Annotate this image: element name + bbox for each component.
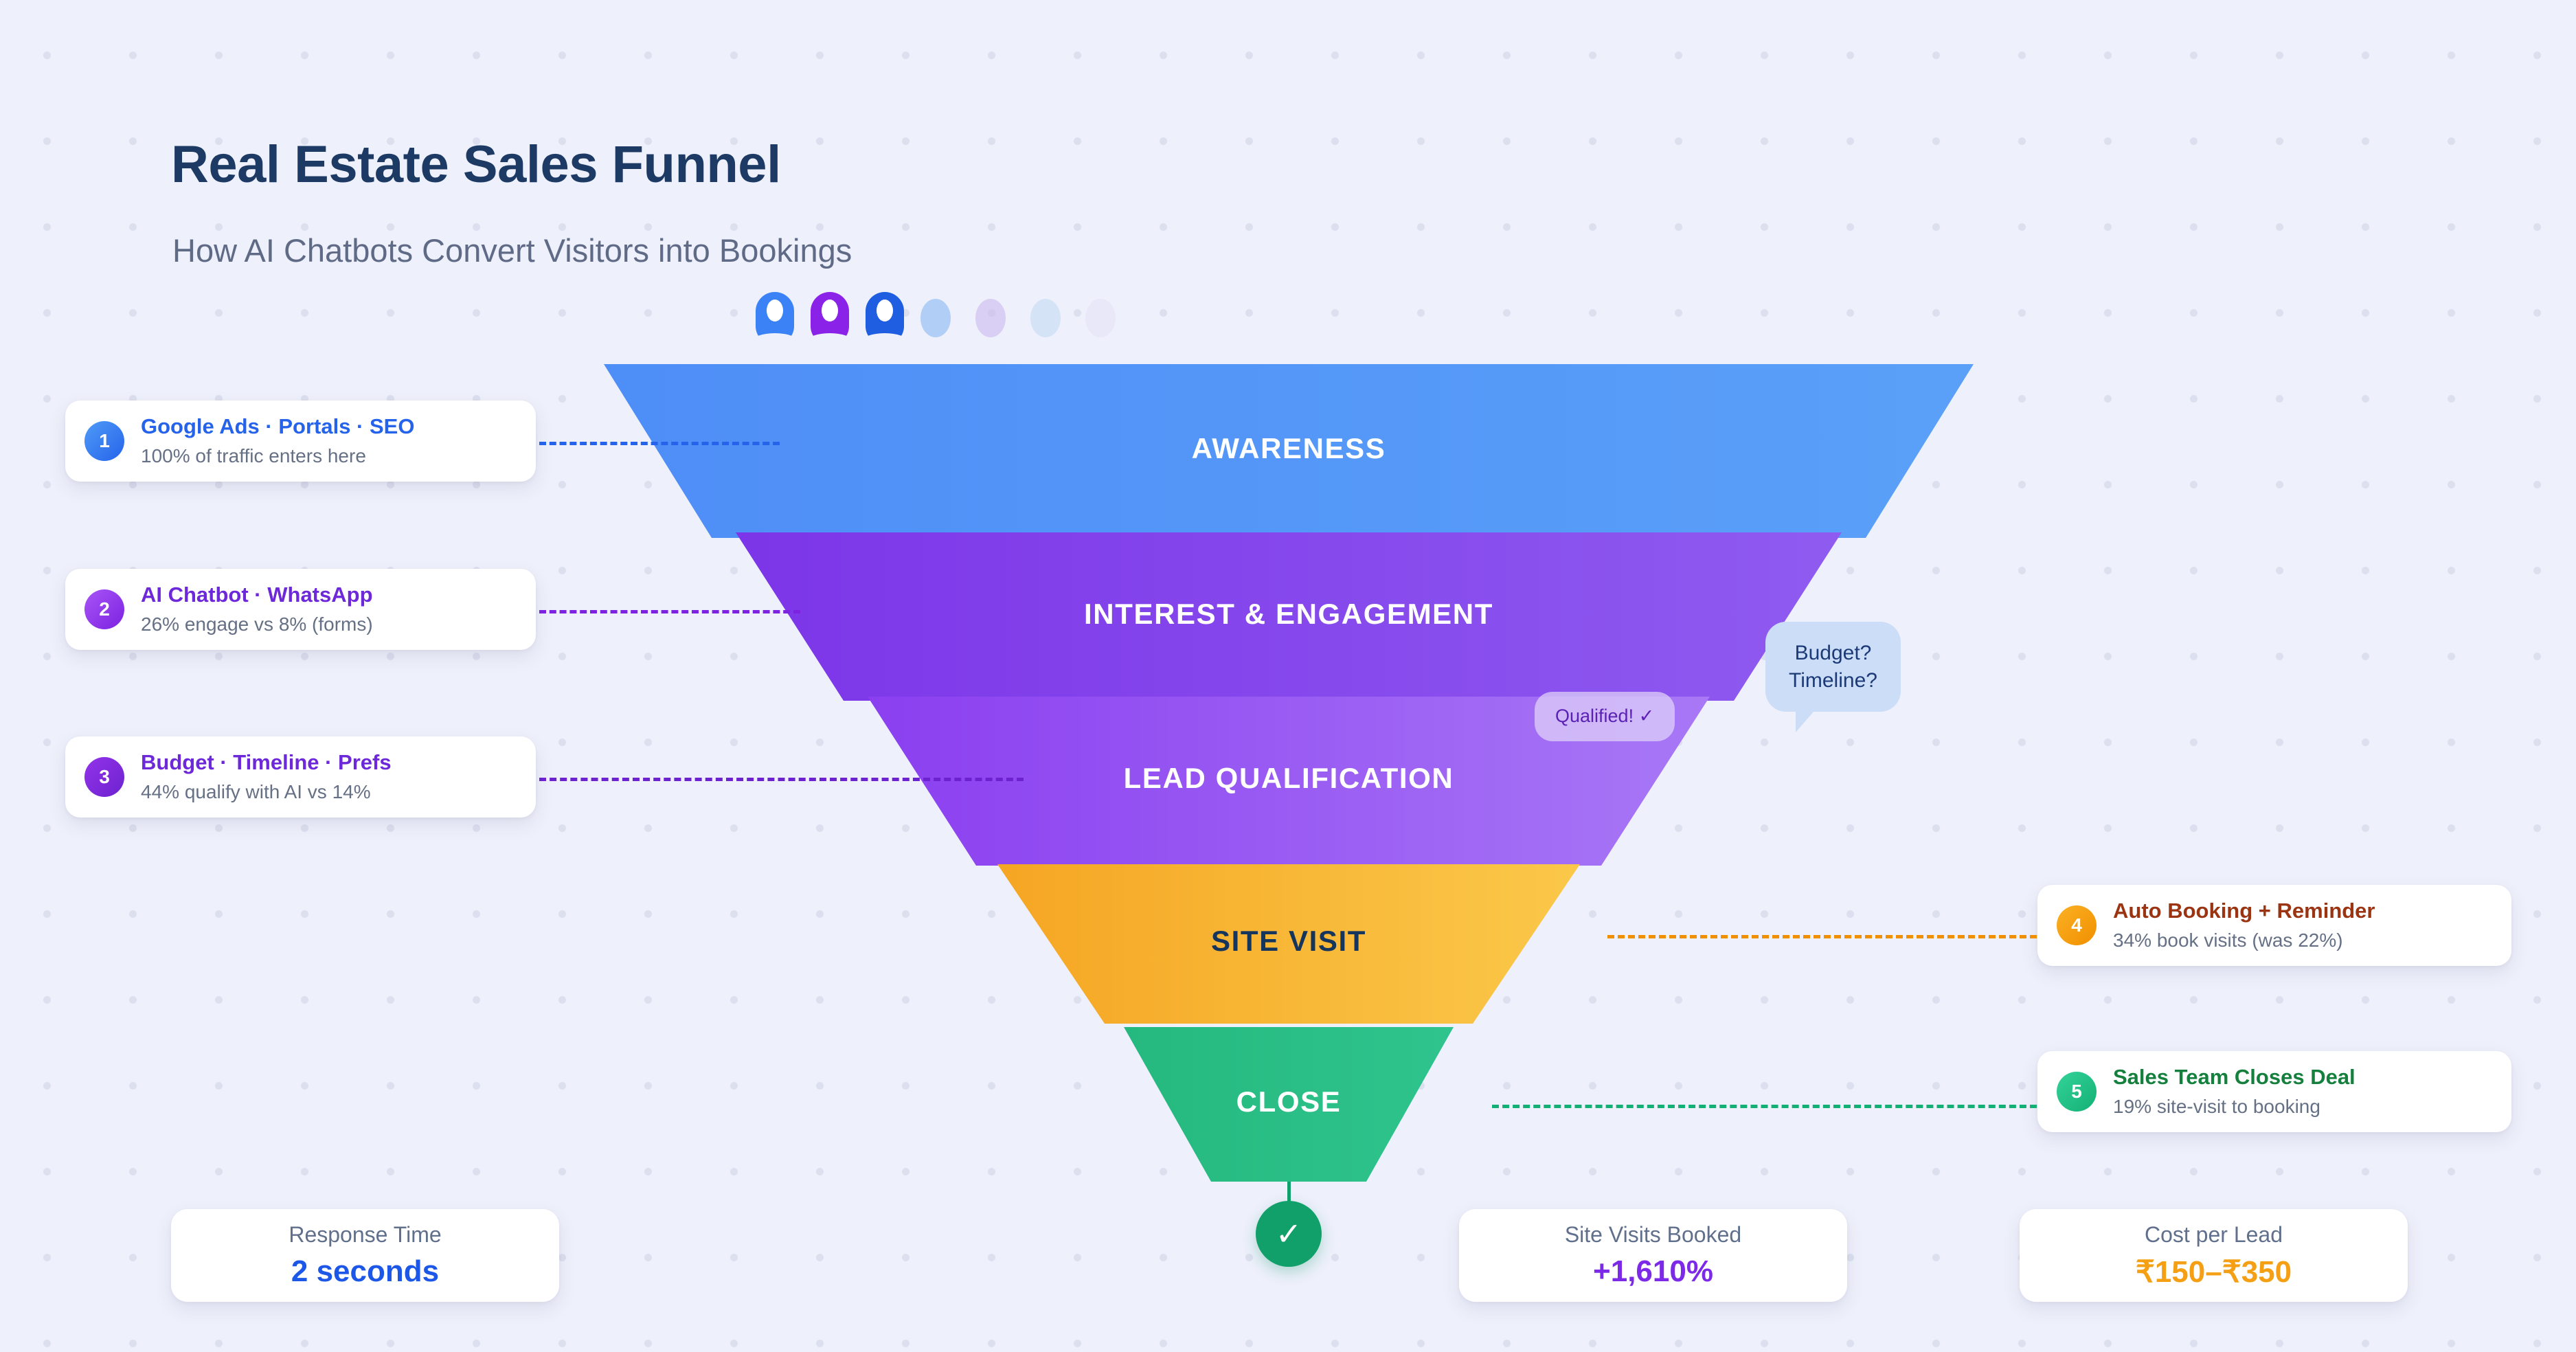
visitor-avatar-row: [753, 287, 1140, 349]
avatar-base: [808, 333, 852, 348]
annotation-title-1: Google Ads · Portals · SEO: [141, 414, 415, 438]
avatar-visitor-4: [920, 299, 951, 337]
annotation-badge-3: 3: [84, 757, 124, 797]
avatar-visitor-2: [808, 292, 852, 348]
avatar-visitor-5: [975, 299, 1006, 337]
check-icon[interactable]: ✓: [1256, 1201, 1322, 1267]
chat-bubble-budget-timeline: Budget? Timeline?: [1765, 622, 1901, 733]
annotation-subtitle-5: 19% site-visit to booking: [2113, 1095, 2320, 1117]
avatar-visitor-3: [863, 292, 907, 348]
avatar-base: [753, 333, 797, 348]
avatar-base: [863, 333, 907, 348]
connector-line-5: [1492, 1105, 2037, 1108]
avatar-visitor-6: [1030, 299, 1061, 337]
annotation-title-5: Sales Team Closes Deal: [2113, 1064, 2355, 1089]
avatar-head: [767, 300, 783, 322]
stat-value-1: 2 seconds: [291, 1254, 440, 1288]
annotation-badge-1: 1: [84, 421, 124, 461]
annotation-badge-4: 4: [2057, 905, 2097, 945]
connector-line-3: [539, 778, 1024, 781]
check-badge-stem: [1287, 1182, 1291, 1202]
annotation-card-2[interactable]: 2 AI Chatbot · WhatsApp 26% engage vs 8% (…: [65, 569, 536, 650]
annotation-card-1[interactable]: 1 Google Ads · Portals · SEO 100% of traff…: [65, 401, 536, 482]
stat-value-2: +1,610%: [1593, 1254, 1713, 1288]
avatar-head: [822, 300, 838, 322]
stat-card-1[interactable]: Response Time 2 seconds: [171, 1209, 559, 1302]
avatar-visitor-1: [753, 292, 797, 348]
annotation-title-3: Budget · Timeline · Prefs: [141, 750, 392, 774]
connector-line-2: [539, 610, 800, 613]
stat-label-3: Cost per Lead: [2144, 1221, 2283, 1247]
funnel-stage-label-site-visit: SITE VISIT: [1210, 925, 1367, 957]
stat-label-1: Response Time: [289, 1222, 442, 1247]
stat-card-2[interactable]: Site Visits Booked +1,610%: [1459, 1209, 1847, 1302]
page-subtitle: How AI Chatbots Convert Visitors into Bo…: [172, 232, 852, 269]
stat-label-2: Site Visits Booked: [1564, 1222, 1742, 1247]
annotation-badge-5: 5: [2057, 1072, 2097, 1112]
page-title: Real Estate Sales Funnel: [171, 135, 781, 194]
annotation-badge-2: 2: [84, 589, 124, 629]
avatar-visitor-7: [1085, 299, 1116, 337]
annotation-subtitle-2: 26% engage vs 8% (forms): [141, 613, 373, 635]
chat-bubble-line-2: Timeline?: [1789, 668, 1877, 692]
connector-line-4: [1607, 935, 2037, 938]
funnel-stage-label-close: CLOSE: [1236, 1085, 1342, 1118]
annotation-subtitle-1: 100% of traffic enters here: [141, 444, 366, 466]
funnel-stage-label-lead-qualification: LEAD QUALIFICATION: [1123, 762, 1454, 794]
connector-line-1: [539, 442, 780, 445]
annotation-subtitle-3: 44% qualify with AI vs 14%: [141, 780, 371, 802]
funnel-stage-label-interest: INTEREST & ENGAGEMENT: [1084, 597, 1493, 630]
annotation-card-3[interactable]: 3 Budget · Timeline · Prefs 44% qualify wi…: [65, 736, 536, 818]
annotation-card-4[interactable]: 4 Auto Booking + Reminder 34% book visits …: [2037, 885, 2511, 966]
chat-bubble-line-1: Budget?: [1794, 642, 1872, 664]
stat-value-3: ₹150–₹350: [2135, 1254, 2292, 1289]
stat-card-3[interactable]: Cost per Lead ₹150–₹350: [2020, 1209, 2408, 1302]
annotation-subtitle-4: 34% book visits (was 22%): [2113, 929, 2343, 951]
annotation-card-5[interactable]: 5 Sales Team Closes Deal 19% site-visit to…: [2037, 1051, 2511, 1132]
chat-bubble-qualified: Qualified! ✓: [1535, 692, 1675, 741]
avatar-head: [877, 300, 893, 322]
annotation-title-4: Auto Booking + Reminder: [2113, 898, 2375, 923]
funnel-stage-label-awareness: AWARENESS: [1191, 431, 1386, 464]
annotation-title-2: AI Chatbot · WhatsApp: [141, 582, 373, 607]
